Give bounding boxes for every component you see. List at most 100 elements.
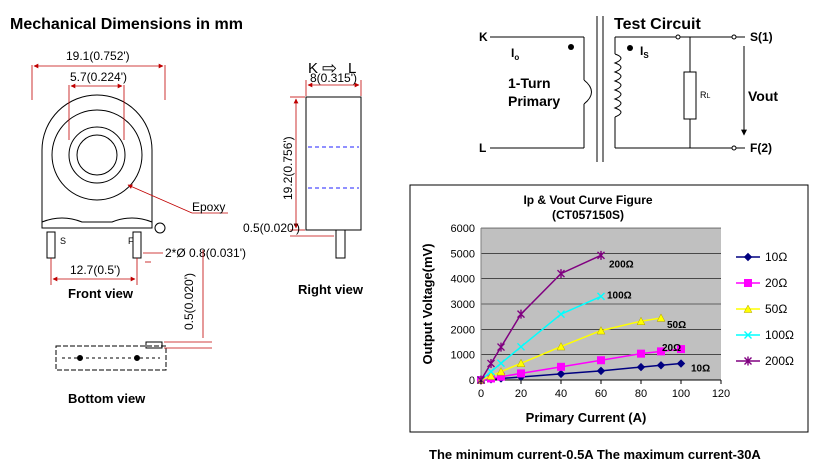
data-point xyxy=(597,356,605,365)
data-point xyxy=(636,362,646,372)
data-point xyxy=(597,292,605,301)
dim-gap: 0.5(0.020') xyxy=(243,221,300,235)
right-dimension-lines xyxy=(290,80,362,237)
series-end-label: 10Ω xyxy=(691,364,710,375)
data-point xyxy=(557,310,565,319)
dim-height: 19.2(0.756') xyxy=(281,136,295,200)
chart-subtitle: (CT057150S) xyxy=(552,208,624,222)
circuit-l-label: L xyxy=(479,141,486,155)
legend-marker xyxy=(743,252,753,262)
dim-pin-pitch: 12.7(0.5') xyxy=(70,263,120,277)
bottom-view-label: Bottom view xyxy=(68,391,146,406)
data-point xyxy=(497,342,505,352)
dim-hole: 5.7(0.224') xyxy=(70,70,127,84)
chart-legend: 10Ω 20Ω 50Ω 100Ω 200Ω xyxy=(736,250,794,368)
legend-label: 10Ω xyxy=(765,250,787,264)
data-point xyxy=(596,366,606,376)
chart-xlabel: Primary Current (A) xyxy=(526,410,647,425)
right-view-body xyxy=(305,96,362,259)
data-point xyxy=(496,367,506,376)
data-point xyxy=(657,347,665,356)
circuit-rl-label: RL xyxy=(700,90,711,100)
series-line xyxy=(480,254,602,381)
chart-ylabel: Output Voltage(mV) xyxy=(420,243,435,364)
y-tick-label: 0 xyxy=(469,375,475,387)
series-end-label: 200Ω xyxy=(609,259,634,270)
data-point xyxy=(487,359,495,369)
legend-label: 200Ω xyxy=(765,354,794,368)
circuit-is-label: IS xyxy=(640,44,649,60)
series-end-label: 100Ω xyxy=(607,290,632,301)
right-k-label: K xyxy=(308,60,318,77)
secondary-dot xyxy=(627,45,633,51)
data-point xyxy=(676,359,686,368)
front-view-body xyxy=(41,94,166,259)
data-point xyxy=(487,367,495,376)
circuit-io-label: Io xyxy=(511,46,519,62)
front-view-label: Front view xyxy=(68,286,134,301)
bottom-dimension-lines xyxy=(164,250,212,349)
y-tick-label: 1000 xyxy=(451,350,475,362)
dim-thickness: 8(0.315') xyxy=(310,71,357,85)
series-end-label: 20Ω xyxy=(662,343,681,354)
pin-f-label: F xyxy=(128,236,134,246)
y-tick-label: 6000 xyxy=(451,223,475,235)
circuit-s1-label: S(1) xyxy=(750,30,773,44)
node-top-right xyxy=(731,34,737,40)
dim-width-total: 19.1(0.752') xyxy=(66,49,130,63)
primary-line2: Primary xyxy=(508,93,560,109)
right-l-label: L xyxy=(348,60,356,77)
right-view-label: Right view xyxy=(298,282,364,297)
circuit-wires xyxy=(490,16,747,162)
y-tick-label: 2000 xyxy=(451,324,475,336)
data-point xyxy=(497,359,505,368)
data-point xyxy=(636,316,646,325)
dim-bottom-offset: 0.5(0.020') xyxy=(182,273,196,330)
circuit-f2-label: F(2) xyxy=(750,141,772,155)
node-bottom xyxy=(731,145,737,151)
x-tick-label: 40 xyxy=(555,388,567,400)
mechanical-title: Mechanical Dimensions in mm xyxy=(10,16,243,33)
footer-note: The minimum current-0.5A The maximum cur… xyxy=(429,447,761,462)
pin-s-label: S xyxy=(60,236,66,246)
dim-pin-dia: 2*Ø 0.8(0.031') xyxy=(165,246,246,260)
legend-marker xyxy=(744,356,752,366)
right-view-dashed xyxy=(308,146,359,189)
legend-label: 100Ω xyxy=(765,328,794,342)
data-point xyxy=(557,362,565,371)
y-tick-label: 4000 xyxy=(451,274,475,286)
circuit-k-label: K xyxy=(479,30,488,44)
right-arrow-icon: ⇨ xyxy=(322,58,337,78)
bottom-view-body xyxy=(55,341,167,371)
data-point xyxy=(556,369,566,379)
data-point xyxy=(656,361,666,370)
x-tick-label: 120 xyxy=(712,388,730,400)
data-point xyxy=(656,313,666,322)
primary-dot xyxy=(568,44,574,50)
x-tick-label: 20 xyxy=(515,388,527,400)
data-point xyxy=(486,371,496,380)
legend-label: 20Ω xyxy=(765,276,787,290)
data-point xyxy=(517,309,525,319)
legend-marker xyxy=(744,331,752,339)
data-point xyxy=(597,250,605,260)
chart-title: Ip & Vout Curve Figure xyxy=(523,193,652,207)
x-tick-label: 60 xyxy=(595,388,607,400)
data-point xyxy=(677,345,685,354)
legend-marker xyxy=(744,279,752,287)
data-point xyxy=(637,349,645,358)
node-top-left xyxy=(675,34,681,40)
series-end-label: 50Ω xyxy=(667,320,686,331)
y-tick-label: 3000 xyxy=(451,299,475,311)
x-tick-label: 0 xyxy=(478,388,484,400)
primary-line1: 1-Turn xyxy=(508,75,551,91)
y-tick-label: 5000 xyxy=(451,248,475,260)
data-point xyxy=(596,326,606,335)
legend-label: 50Ω xyxy=(765,302,787,316)
x-tick-label: 100 xyxy=(672,388,690,400)
circuit-vout-label: Vout xyxy=(748,88,778,104)
chart-series: 10Ω 20Ω 50Ω 100Ω 200Ω xyxy=(476,250,710,385)
front-dimension-lines xyxy=(31,63,228,285)
dim-epoxy: Epoxy xyxy=(192,200,225,214)
